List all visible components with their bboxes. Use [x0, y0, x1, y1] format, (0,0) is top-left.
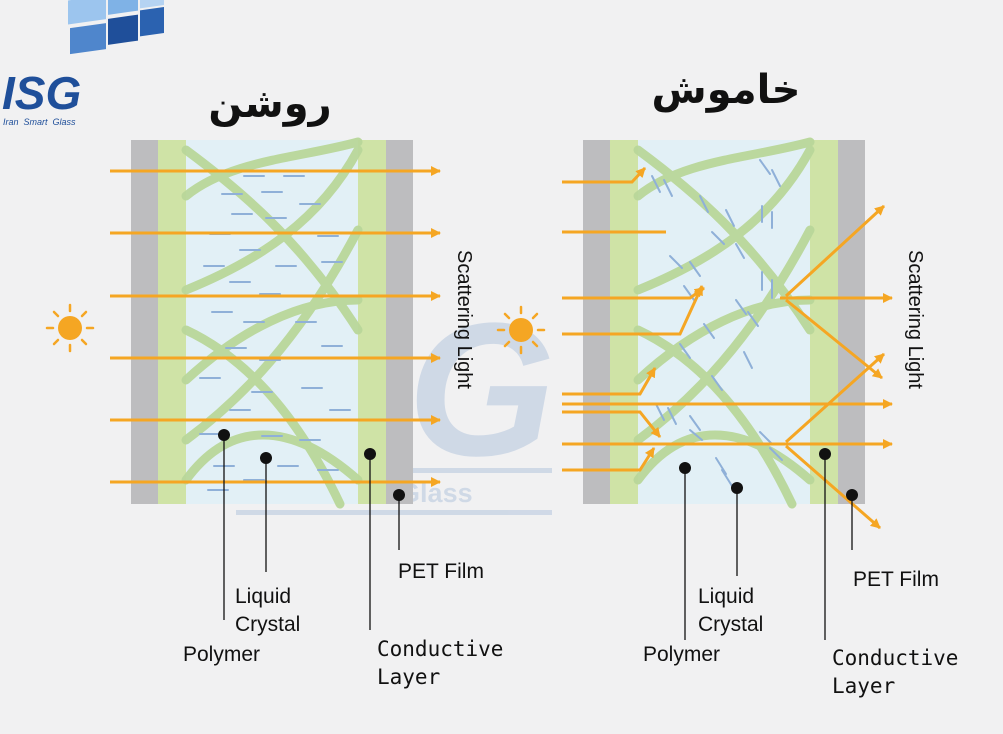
label-pet-on: PET Film: [398, 560, 484, 583]
ray-off-12: [785, 298, 883, 380]
pet-film-left-off: [583, 140, 610, 504]
pet-film-right-off: [838, 140, 865, 504]
panel-off-title: خاموش: [652, 67, 801, 113]
ray-off-5: [562, 367, 657, 396]
pet-film-right-on: [386, 140, 413, 504]
dot-icon: [218, 429, 230, 441]
light-rays-off: [562, 166, 893, 530]
logo-tagline: Iran Smart Glass: [3, 117, 76, 127]
ray-off-1: [562, 166, 647, 184]
panel-on: روشن: [45, 81, 503, 689]
label-pet-off: PET Film: [853, 568, 939, 591]
ray-off-4: [562, 285, 704, 336]
dot-icon: [393, 489, 405, 501]
label-liquid-off: Liquid: [698, 585, 754, 608]
conductive-layer-left-on: [158, 140, 186, 504]
leader-dots-on: [218, 429, 405, 501]
dot-icon: [819, 448, 831, 460]
logo-window-icon: [68, 0, 164, 55]
sun-icon: [45, 303, 95, 353]
polymer-network-off: [633, 137, 815, 509]
isg-logo: ISG Iran Smart Glass: [2, 0, 164, 127]
label-crystal-on: Crystal: [235, 613, 300, 636]
glass-stack-on: [131, 137, 413, 509]
leaders-off: [684, 454, 853, 640]
ray-off-8: [562, 447, 656, 472]
liquid-crystal-off: [651, 159, 783, 487]
ray-off-7: [562, 410, 662, 438]
scatter-label-off: Scattering Light: [904, 250, 926, 389]
dot-icon: [679, 462, 691, 474]
sun-icon: [496, 305, 546, 355]
label-liquid-on: Liquid: [235, 585, 291, 608]
label-layer-off: Layer: [832, 674, 895, 698]
panel-off: خاموش: [496, 67, 958, 698]
dot-icon: [731, 482, 743, 494]
label-layer-on: Layer: [377, 665, 440, 689]
label-conductive-on: Conductive: [377, 637, 503, 661]
ray-off-11: [784, 204, 886, 298]
dot-icon: [846, 489, 858, 501]
conductive-layer-right-on: [358, 140, 386, 504]
label-conductive-off: Conductive: [832, 646, 958, 670]
dot-icon: [364, 448, 376, 460]
label-crystal-off: Crystal: [698, 613, 763, 636]
leader-dots-off: [679, 448, 858, 501]
ray-off-13: [784, 352, 886, 444]
logo-mark: ISG: [2, 67, 81, 119]
leaders-on: [223, 435, 400, 630]
ray-off-14: [785, 444, 881, 530]
label-polymer-on: Polymer: [183, 643, 260, 666]
panel-on-title: روشن: [208, 81, 331, 127]
scatter-label-on: Scattering Light: [453, 250, 475, 389]
light-rays-on: [110, 166, 441, 487]
pet-film-left-on: [131, 140, 158, 504]
dot-icon: [260, 452, 272, 464]
label-polymer-off: Polymer: [643, 643, 720, 666]
